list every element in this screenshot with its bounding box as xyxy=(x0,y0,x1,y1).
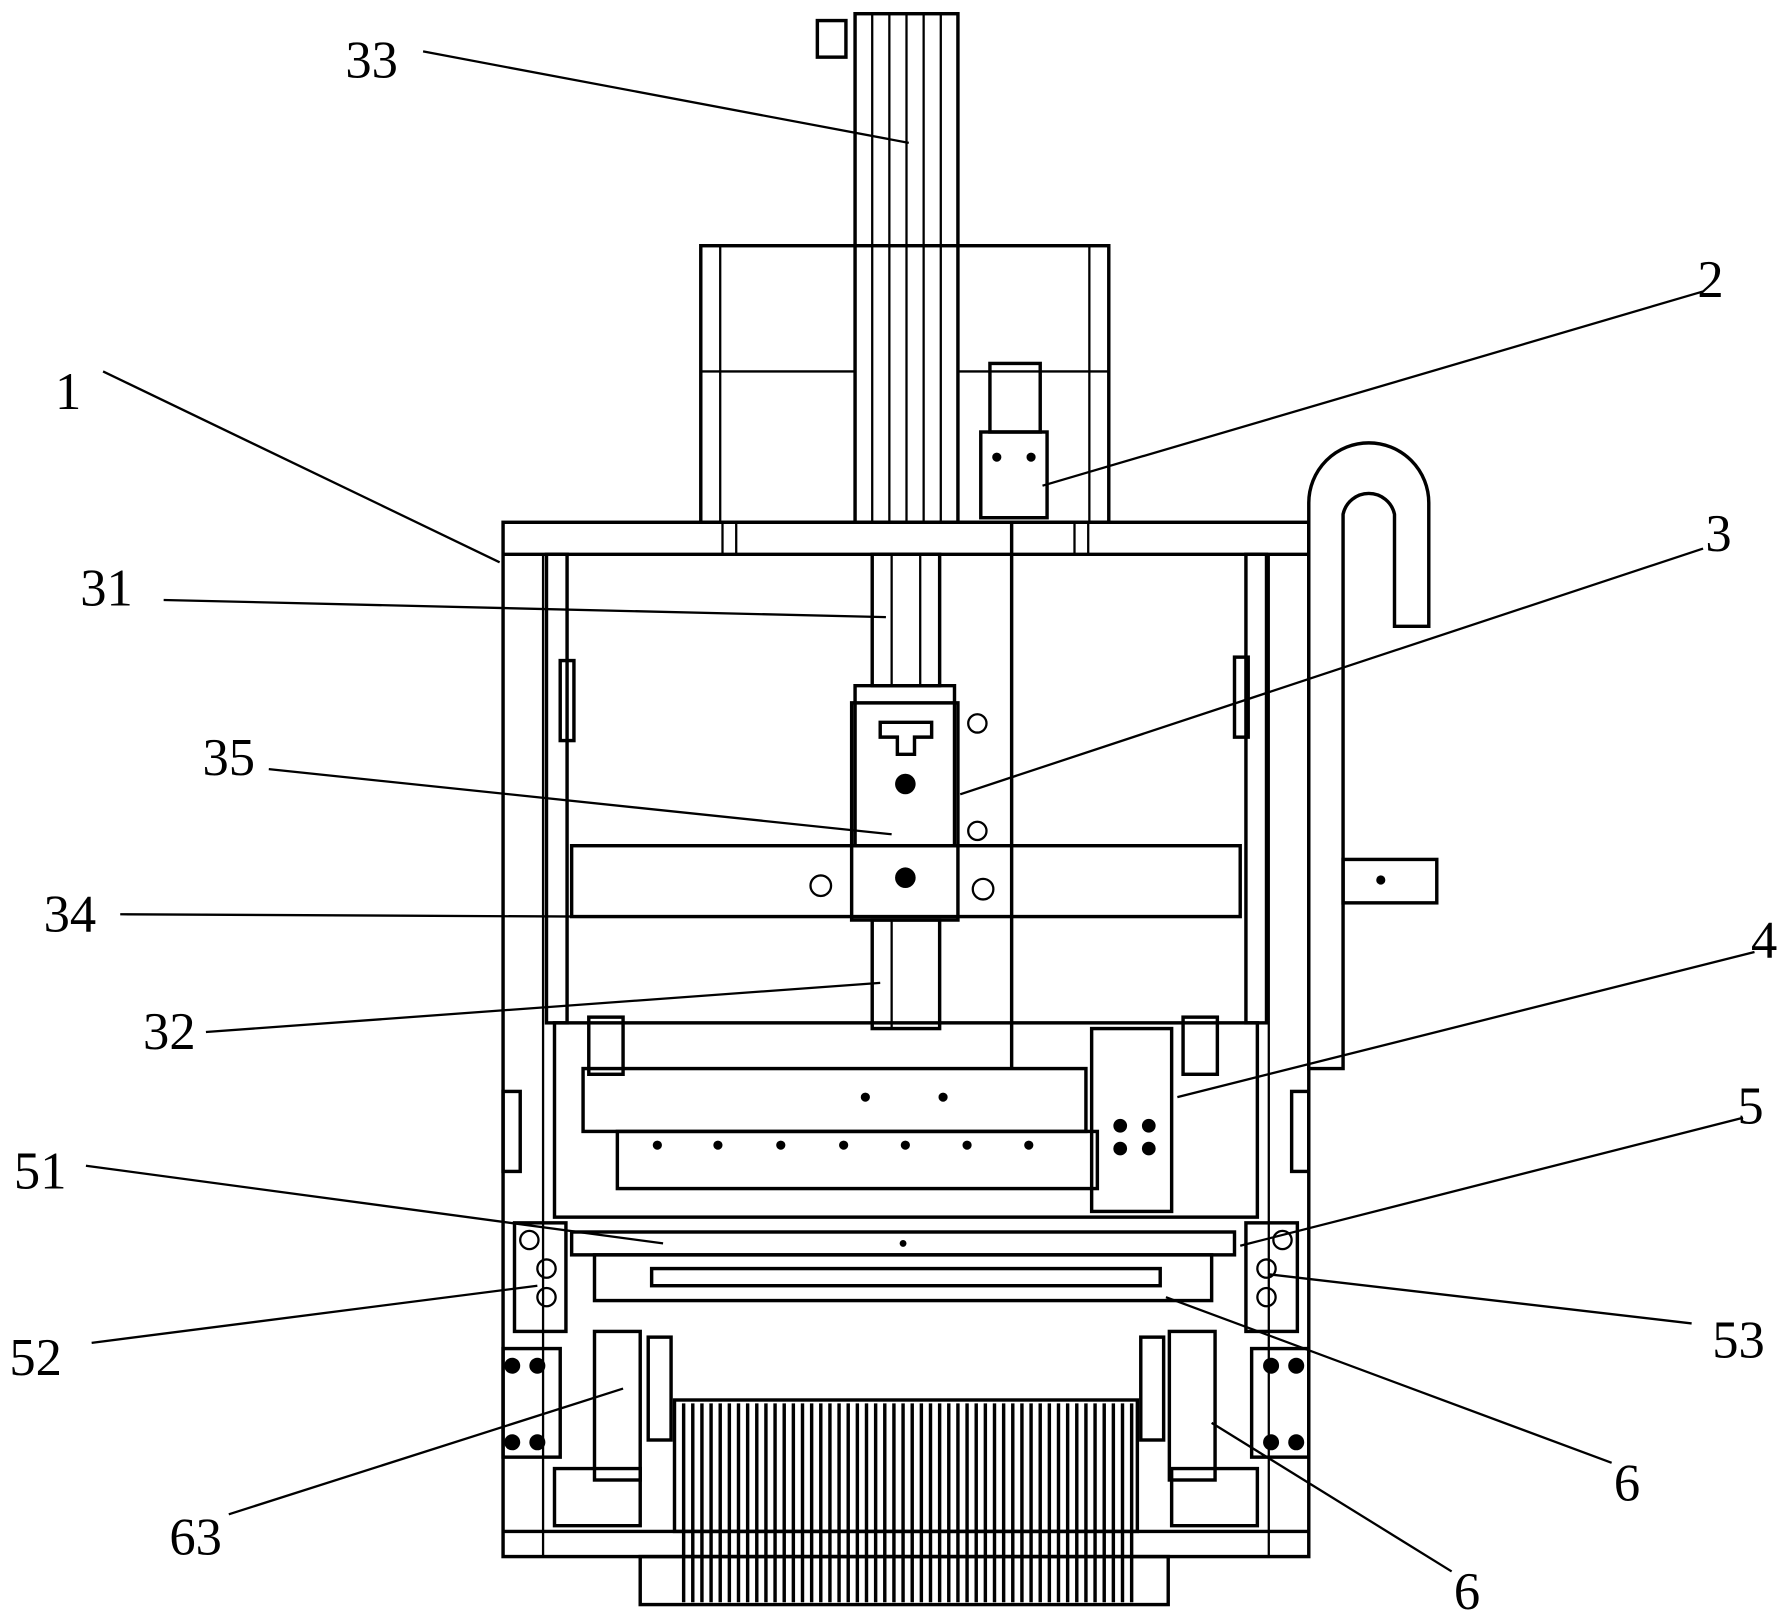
leader-6b xyxy=(1212,1423,1452,1572)
label-31: 31 xyxy=(80,560,133,618)
leader-51 xyxy=(86,1166,663,1244)
carriage-assembly-4 xyxy=(503,1017,1309,1217)
label-3: 3 xyxy=(1705,505,1731,563)
leader-3 xyxy=(960,549,1703,795)
leader-34 xyxy=(120,914,583,916)
label-34: 34 xyxy=(44,885,97,943)
leader-5 xyxy=(1240,1118,1743,1246)
slider-35-beam-34 xyxy=(560,657,1248,920)
comb-teeth xyxy=(640,1400,1168,1605)
label-32: 32 xyxy=(143,1003,196,1061)
leader-33 xyxy=(423,51,909,142)
label-53: 53 xyxy=(1712,1312,1765,1370)
leader-lines xyxy=(86,51,1755,1571)
label-52: 52 xyxy=(9,1329,62,1387)
label-63: 63 xyxy=(169,1508,222,1566)
leader-2 xyxy=(1043,291,1704,485)
label-35: 35 xyxy=(203,729,256,787)
leader-6a xyxy=(1166,1297,1612,1463)
label-33: 33 xyxy=(345,32,398,90)
label-4: 4 xyxy=(1751,912,1777,970)
leader-63 xyxy=(229,1389,623,1515)
label-1: 1 xyxy=(55,363,81,421)
label-6b: 6 xyxy=(1454,1563,1480,1621)
label-5: 5 xyxy=(1737,1077,1763,1135)
leader-35 xyxy=(269,769,892,834)
motor-2 xyxy=(981,363,1047,1068)
label-51: 51 xyxy=(14,1143,67,1201)
label-2: 2 xyxy=(1697,251,1723,309)
leader-31 xyxy=(164,600,886,617)
clamp-assemblies-6-63 xyxy=(503,1331,1309,1525)
leader-52 xyxy=(92,1286,538,1343)
reference-labels: 33 2 1 3 31 35 34 4 32 5 51 52 53 6 63 6 xyxy=(9,32,1777,1621)
leader-1 xyxy=(103,371,500,562)
side-pipe xyxy=(1309,443,1437,1069)
leader-53 xyxy=(1269,1274,1692,1323)
label-6a: 6 xyxy=(1614,1455,1640,1513)
vertical-column-33 xyxy=(817,14,958,523)
